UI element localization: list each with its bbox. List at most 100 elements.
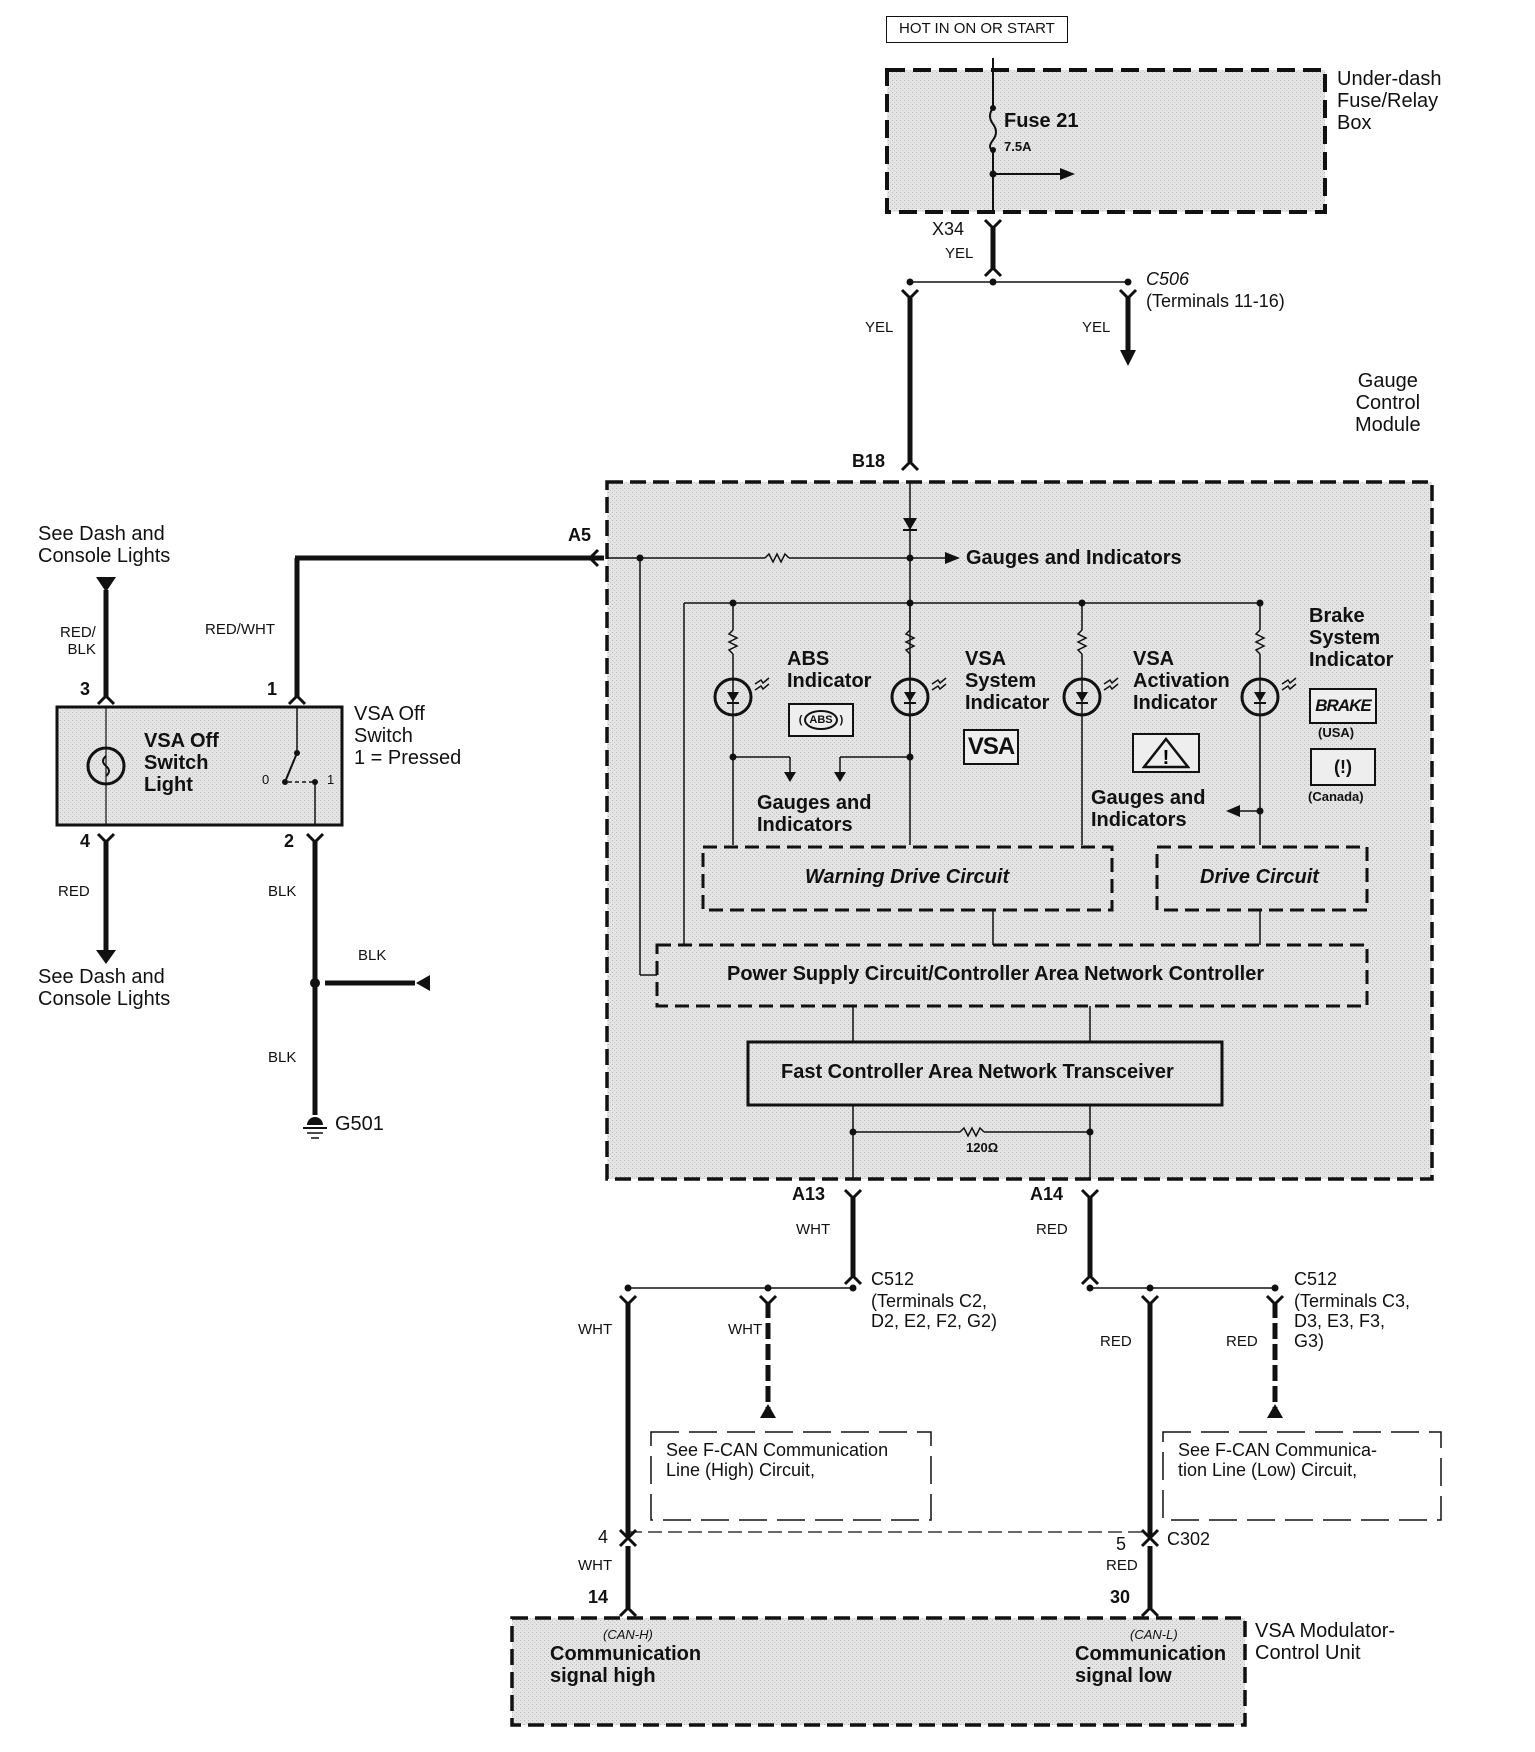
vsa-pin-30: 30 (1110, 1587, 1131, 1607)
arrow-up-icon (1267, 1404, 1283, 1418)
vsa-symbol-icon: VSA (963, 729, 1019, 765)
fcan-low-reference[interactable]: See F-CAN Communica- tion Line (Low) Cir… (1178, 1440, 1378, 1480)
power-supply-can-controller-label: Power Supply Circuit/Controller Area Net… (727, 963, 1265, 985)
diode-icon (903, 518, 917, 530)
wire-color-yel: YEL (865, 319, 894, 336)
brake-usa-symbol-icon: BRAKE (1309, 688, 1377, 724)
vsa-activation-light-rays-icon (1103, 677, 1119, 691)
dash-lights-ref-top[interactable]: See Dash and Console Lights (38, 523, 171, 567)
wire-color-yel: YEL (945, 245, 974, 262)
switch-pin-1: 1 (267, 679, 278, 699)
switch-contact-icon (284, 752, 298, 783)
vsa-activation-led-icon (1062, 677, 1102, 717)
can-h-tag: (CAN-H) (603, 1627, 653, 1642)
gauge-control-module-label: Gauge Control Module (1355, 370, 1421, 436)
vsa-activation-resistor-icon (1076, 629, 1088, 655)
dash-lights-ref-bottom[interactable]: See Dash and Console Lights (38, 966, 171, 1010)
fuse-icon (989, 107, 997, 151)
wire-color-wht: WHT (578, 1321, 613, 1338)
vsa-activation-indicator-label: VSA Activation Indicator (1133, 648, 1230, 714)
power-source-label: HOT IN ON OR START (886, 16, 1068, 43)
abs-symbol-icon: (ABS) (788, 703, 854, 737)
connector-b18: B18 (852, 451, 886, 471)
vsa-warning-triangle-icon: ! (1132, 733, 1200, 773)
vsa-off-switch-label: VSA Off Switch 1 = Pressed (354, 703, 462, 769)
vsa-modulator-label: VSA Modulator- Control Unit (1255, 1620, 1396, 1664)
switch-pin-3: 3 (80, 679, 91, 699)
switch-pin-4: 4 (80, 831, 91, 851)
arrow-left-icon (416, 975, 430, 991)
connector-a13: A13 (792, 1184, 826, 1204)
wire-color-wht: WHT (578, 1557, 613, 1574)
gauges-indicators-mid-right: Gauges and Indicators (1091, 787, 1206, 831)
connector-c506: C506 (1146, 269, 1190, 289)
terminator-resistor-icon (959, 1126, 985, 1138)
fuse-relay-box (885, 68, 1327, 214)
warning-drive-circuit-box (701, 845, 1114, 912)
vsa-system-resistor-icon (904, 629, 916, 655)
wire-color-red: RED (1100, 1333, 1132, 1350)
vsa-modulator-control-unit (510, 1616, 1247, 1727)
resistor-icon (764, 552, 790, 564)
arrow-right-icon (945, 552, 960, 564)
vsa-system-light-rays-icon (931, 677, 947, 691)
fcan-high-reference[interactable]: See F-CAN Communication Line (High) Circ… (666, 1440, 889, 1480)
drive-circuit-box (1155, 845, 1369, 912)
can-transceiver-box (746, 1040, 1224, 1107)
wire-color-blk: BLK (268, 883, 297, 900)
brake-usa-note: (USA) (1318, 725, 1355, 740)
connector-c512-high: C512 (871, 1269, 915, 1289)
vsa-system-led-icon (890, 677, 930, 717)
c302-pin-5: 5 (1116, 1534, 1127, 1554)
c512-low-terminals: (Terminals C3, D3, E3, F3, G3) (1294, 1291, 1411, 1351)
brake-system-light-rays-icon (1281, 677, 1297, 691)
can-transceiver-label: Fast Controller Area Network Transceiver (781, 1061, 1174, 1083)
abs-led-icon (713, 677, 753, 717)
can-h-label: Communication signal high (550, 1643, 702, 1687)
terminator-resistance: 120Ω (966, 1140, 999, 1155)
svg-text:!: ! (1163, 747, 1170, 769)
c302-pin-4: 4 (598, 1527, 609, 1547)
wire-color-wht: WHT (796, 1221, 831, 1238)
power-supply-can-controller-box (655, 943, 1369, 1008)
can-l-label: Communication signal low (1075, 1643, 1227, 1687)
gauges-indicators-top: Gauges and Indicators (966, 547, 1182, 569)
connector-x34: X34 (932, 219, 965, 239)
brake-canada-symbol-icon: (!) (1310, 748, 1376, 786)
fcan-low-reference-box (1162, 1431, 1442, 1521)
fuse-rating: 7.5A (1004, 139, 1032, 154)
c512-high-terminals: (Terminals C2, D2, E2, F2, G2) (871, 1291, 998, 1331)
arrow-down-icon (1120, 350, 1136, 366)
wire-color-blk: BLK (358, 947, 387, 964)
arrow-left-icon (1226, 805, 1240, 817)
arrow-down-icon (96, 577, 116, 592)
connector-c512-low: C512 (1294, 1269, 1338, 1289)
fuse-label: Fuse 21 (1004, 110, 1079, 132)
abs-indicator-label: ABS Indicator (787, 648, 872, 692)
wire-color-red: RED (1226, 1333, 1258, 1350)
arrow-up-icon (760, 1404, 776, 1418)
can-l-tag: (CAN-L) (1130, 1627, 1178, 1642)
connector-a14: A14 (1030, 1184, 1064, 1204)
drive-circuit-label: Drive Circuit (1200, 866, 1319, 888)
wire-color-red: RED (58, 883, 90, 900)
switch-position-1: 1 (327, 772, 335, 787)
brake-system-indicator-label: Brake System Indicator (1309, 605, 1394, 671)
switch-pin-2: 2 (284, 831, 295, 851)
connector-a5: A5 (568, 525, 592, 545)
brake-system-resistor-icon (1254, 629, 1266, 655)
arrow-right-icon (1060, 168, 1075, 180)
wire-color-red-blk: RED/ BLK (60, 624, 96, 658)
vsa-system-indicator-label: VSA System Indicator (965, 648, 1050, 714)
warning-drive-circuit-label: Warning Drive Circuit (805, 866, 1010, 888)
ground-icon (307, 1117, 323, 1125)
arrow-down-icon (784, 772, 796, 782)
wire-color-red: RED (1036, 1221, 1068, 1238)
brake-system-led-icon (1240, 677, 1280, 717)
arrow-down-icon (96, 950, 116, 964)
connector-c302: C302 (1167, 1529, 1211, 1549)
vsa-pin-14: 14 (588, 1587, 609, 1607)
abs-light-rays-icon (754, 677, 770, 691)
gauges-indicators-mid-left: Gauges and Indicators (757, 792, 872, 836)
